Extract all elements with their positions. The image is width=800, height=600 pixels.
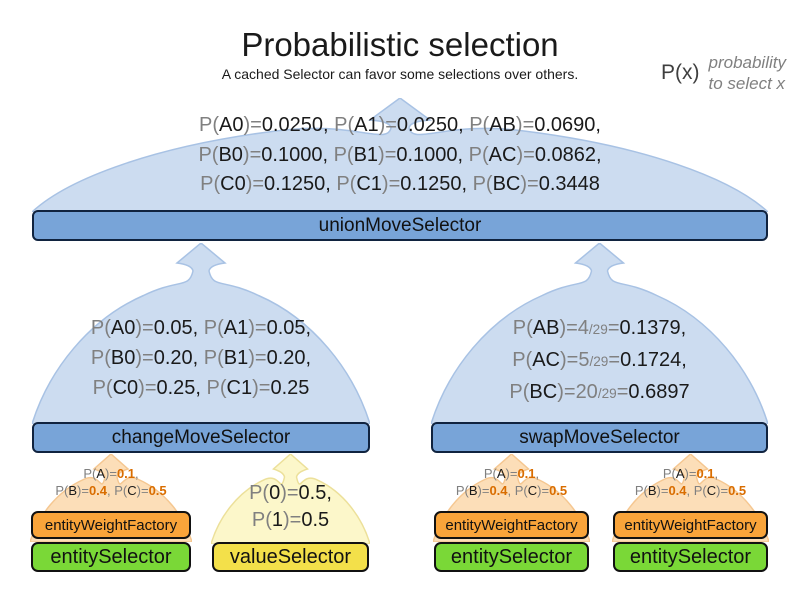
probability-note-line2: to select x [708, 74, 786, 93]
entity-weight-text-2: P(A)=0.1,P(B)=0.4, P(C)=0.5 [455, 466, 568, 498]
swap-probability-dome [431, 243, 768, 424]
entity-weight-text-1: P(A)=0.1,P(B)=0.4, P(C)=0.5 [55, 466, 167, 498]
swap-move-selector-bar: swapMoveSelector [431, 422, 768, 453]
union-probability-dome [32, 98, 768, 212]
entity-group-2: P(A)=0.1,P(B)=0.4, P(C)=0.5 entityWeight… [433, 454, 590, 574]
union-probability-text: P(A0)=0.0250, P(A1)=0.0250, P(AB)=0.0690… [198, 114, 602, 195]
change-probability-text: P(A0)=0.05, P(A1)=0.05,P(B0)=0.20, P(B1)… [90, 317, 312, 399]
entity-group-1: P(A)=0.1,P(B)=0.4, P(C)=0.5 entityWeight… [30, 454, 192, 574]
union-move-selector-bar: unionMoveSelector [32, 210, 768, 241]
entity-selector-box-1: entitySelector [31, 542, 191, 572]
entity-selector-label-1: entitySelector [50, 545, 172, 568]
entity-weight-factory-box-2: entityWeightFactory [434, 511, 589, 539]
entity-selector-box-2: entitySelector [434, 542, 589, 572]
value-selector-label: valueSelector [229, 545, 352, 568]
swap-probability-text: P(AB)=4/29=0.1379,P(AC)=5/29=0.1724,P(BC… [509, 317, 690, 403]
change-move-selector-bar: changeMoveSelector [32, 422, 370, 453]
probability-note: probability to select x [709, 46, 787, 94]
probability-symbol: P(x) [661, 61, 700, 84]
entity-weight-factory-label-3: entityWeightFactory [624, 516, 757, 534]
entity-weight-factory-label-1: entityWeightFactory [44, 516, 178, 534]
change-probability-dome [32, 243, 370, 424]
value-probability-text: P(0)=0.5,P(1)=0.5 [249, 482, 332, 531]
entity-weight-factory-box-3: entityWeightFactory [613, 511, 768, 539]
page-title: Probabilistic selection [241, 26, 559, 63]
probability-note-line1: probability [708, 53, 787, 72]
union-move-selector-label: unionMoveSelector [318, 214, 482, 236]
entity-weight-factory-label-2: entityWeightFactory [445, 516, 578, 534]
entity-selector-label-2: entitySelector [450, 545, 573, 568]
value-selector-box: valueSelector [212, 542, 369, 572]
swap-move-selector-label: swapMoveSelector [519, 426, 680, 448]
entity-weight-factory-box-1: entityWeightFactory [31, 511, 191, 539]
entity-selector-label-3: entitySelector [629, 545, 752, 568]
entity-weight-text-3: P(A)=0.1,P(B)=0.4, P(C)=0.5 [634, 466, 747, 498]
page-subtitle: A cached Selector can favor some selecti… [221, 66, 579, 82]
probability-legend: P(x) probability to select x [661, 46, 786, 94]
value-probability-dome [211, 454, 370, 544]
change-move-selector-label: changeMoveSelector [111, 426, 291, 448]
entity-group-3: P(A)=0.1,P(B)=0.4, P(C)=0.5 entityWeight… [612, 454, 769, 574]
value-group: P(0)=0.5,P(1)=0.5 valueSelector [211, 454, 370, 574]
entity-selector-box-3: entitySelector [613, 542, 768, 572]
